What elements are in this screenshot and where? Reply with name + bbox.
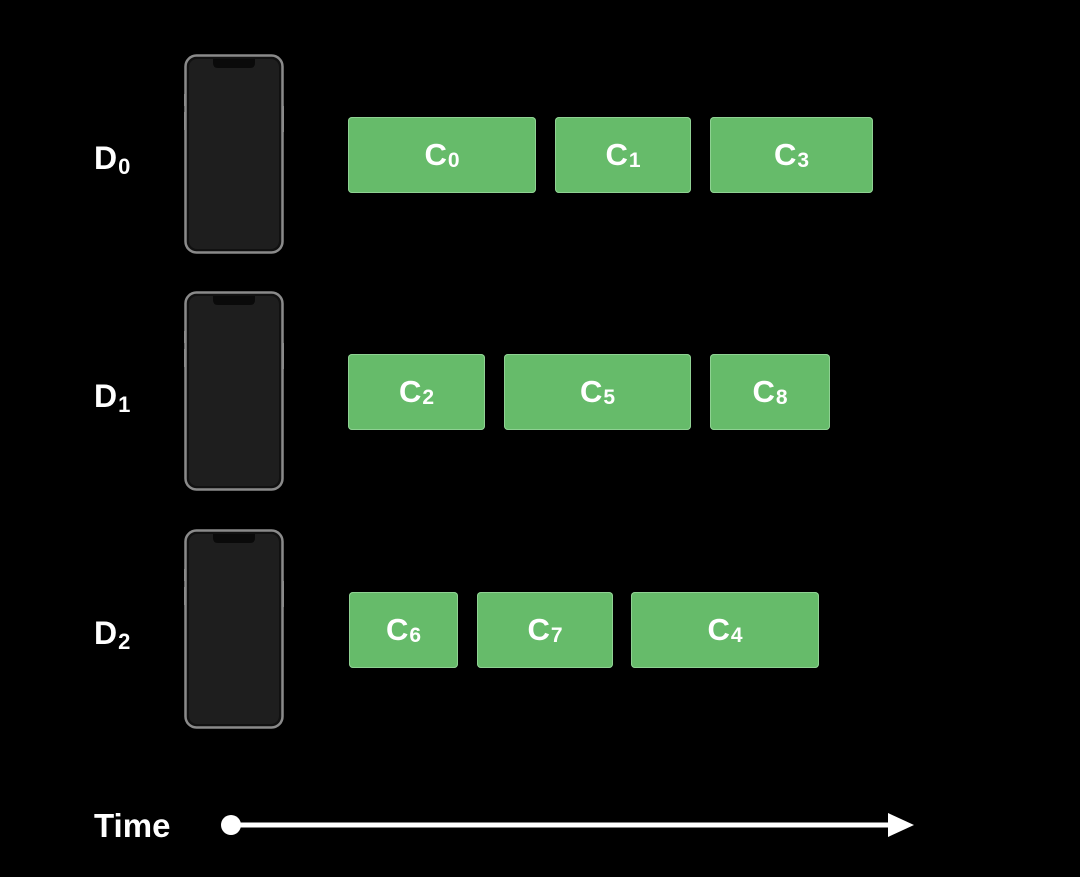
chunk-label: C [424, 137, 447, 172]
chunk-subscript: 3 [797, 149, 810, 172]
chunk-label: C [773, 137, 797, 172]
smartphone-icon [184, 54, 284, 254]
chunk-label: C [385, 612, 409, 647]
chunk-subscript: 4 [730, 624, 743, 647]
time-axis-label: Time [94, 807, 171, 844]
chunk-label: C [752, 374, 775, 409]
chunk-subscript: 0 [447, 149, 460, 172]
chunk-subscript: 6 [409, 624, 422, 647]
device-label-letter: D [94, 615, 118, 651]
chunk-label: C [527, 612, 550, 647]
chunk-label: C [398, 374, 422, 409]
chunk-label: C [579, 374, 603, 409]
device-label-subscript: 0 [118, 154, 131, 179]
chunk-subscript: 2 [422, 386, 435, 409]
arrow-right-icon [218, 808, 918, 847]
device-label-subscript: 1 [118, 392, 131, 417]
chunk-subscript: 5 [603, 386, 616, 409]
device-label-0: D0 [94, 138, 164, 179]
smartphone-icon [184, 291, 284, 491]
device-label-letter: D [94, 140, 118, 176]
device-label-subscript: 2 [118, 629, 131, 654]
chunk-label: C [707, 612, 730, 647]
chunk-label: C [605, 137, 628, 172]
chunk-subscript: 8 [775, 386, 788, 409]
device-label-1: D1 [94, 376, 164, 417]
chunk-subscript: 7 [550, 624, 563, 647]
axis-arrowhead [888, 813, 914, 837]
smartphone-icon [184, 529, 284, 729]
device-label-2: D2 [94, 613, 164, 654]
device-label-letter: D [94, 378, 118, 414]
chunk-subscript: 1 [628, 149, 641, 172]
